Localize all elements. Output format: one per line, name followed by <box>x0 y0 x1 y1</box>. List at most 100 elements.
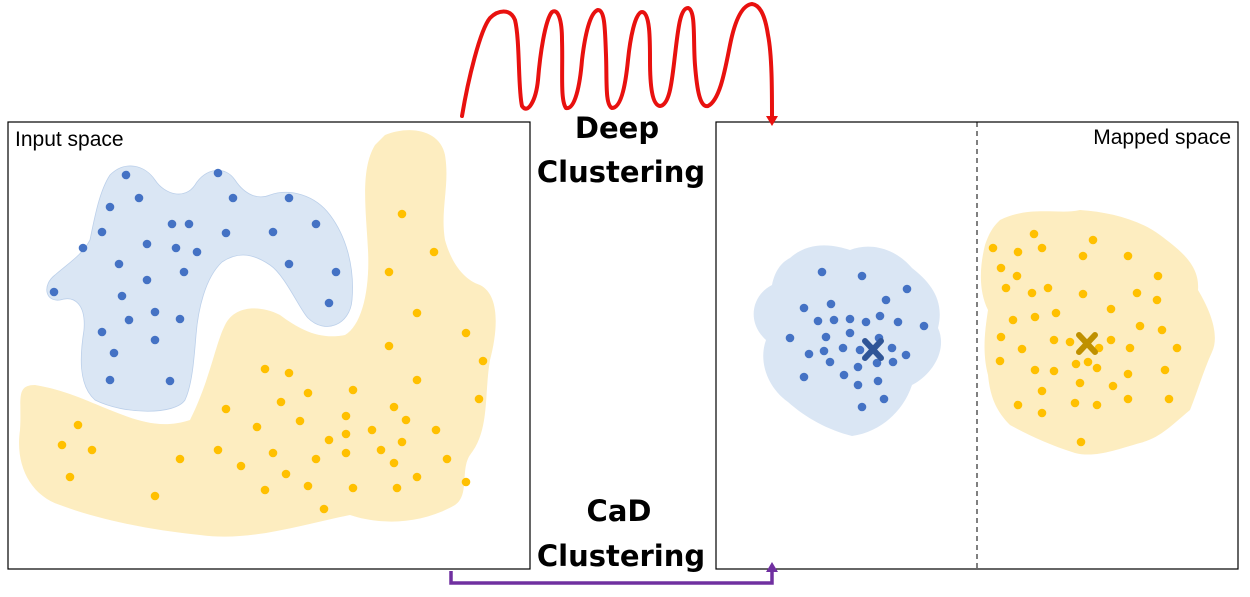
blue-cluster-region <box>46 165 353 412</box>
blue-point <box>150 335 160 345</box>
blue-point <box>853 362 863 372</box>
blue-point <box>919 321 929 331</box>
yellow-point <box>1012 271 1022 281</box>
blue-point <box>857 402 867 412</box>
blue-point <box>799 303 809 313</box>
yellow-point <box>401 415 411 425</box>
yellow-point <box>384 267 394 277</box>
blue-points-mapped <box>785 267 929 412</box>
blue-point <box>175 314 185 324</box>
yellow-point <box>1076 437 1086 447</box>
yellow-point <box>1172 343 1182 353</box>
blue-point <box>845 314 855 324</box>
blue-point <box>838 343 848 353</box>
blue-point <box>124 315 134 325</box>
deep-arrow-head <box>766 116 778 126</box>
yellow-point <box>268 448 278 458</box>
blue-point <box>167 219 177 229</box>
yellow-point <box>1017 344 1027 354</box>
deep-clustering-label-line2: Clustering <box>537 155 705 189</box>
yellow-point <box>276 397 286 407</box>
blue-point <box>817 267 827 277</box>
yellow-point <box>442 454 452 464</box>
yellow-point <box>1075 378 1085 388</box>
yellow-point <box>412 308 422 318</box>
yellow-point <box>478 356 488 366</box>
yellow-point <box>341 429 351 439</box>
deep-clustering-label-line1: Deep <box>575 111 659 145</box>
blue-point <box>284 259 294 269</box>
yellow-point <box>389 458 399 468</box>
yellow-point <box>1030 365 1040 375</box>
blue-point <box>861 317 871 327</box>
yellow-point <box>1037 386 1047 396</box>
blue-point <box>902 284 912 294</box>
yellow-point <box>1078 251 1088 261</box>
cad-clustering-arrow <box>449 562 778 585</box>
blue-point <box>142 275 152 285</box>
yellow-point <box>1078 289 1088 299</box>
blue-point <box>117 291 127 301</box>
blue-point <box>839 370 849 380</box>
blue-point <box>893 317 903 327</box>
yellow-point <box>260 485 270 495</box>
yellow-point <box>236 461 246 471</box>
blue-points-input <box>49 168 341 386</box>
blue-point <box>826 299 836 309</box>
blue-point <box>165 376 175 386</box>
yellow-point <box>311 454 321 464</box>
yellow-point <box>348 483 358 493</box>
yellow-point <box>324 435 334 445</box>
yellow-point <box>348 385 358 395</box>
blue-point <box>284 193 294 203</box>
yellow-point <box>397 437 407 447</box>
blue-point <box>150 307 160 317</box>
yellow-point <box>1106 335 1116 345</box>
yellow-point <box>1070 398 1080 408</box>
yellow-point <box>1049 335 1059 345</box>
blue-point <box>121 170 131 180</box>
yellow-point <box>1157 325 1167 335</box>
yellow-point <box>284 368 294 378</box>
blue-point <box>875 311 885 321</box>
blue-point <box>855 345 865 355</box>
yellow-point <box>1132 288 1142 298</box>
yellow-point <box>474 394 484 404</box>
blue-point <box>179 267 189 277</box>
blue-point <box>213 168 223 178</box>
cad-arrow-head <box>766 562 778 572</box>
blue-point <box>221 228 231 238</box>
yellow-point <box>341 448 351 458</box>
yellow-point <box>175 454 185 464</box>
input-space-label: Input space <box>15 128 124 151</box>
blue-point <box>184 219 194 229</box>
cad-arrow-line <box>449 571 774 585</box>
yellow-point <box>1092 363 1102 373</box>
yellow-point <box>461 477 471 487</box>
blue-point <box>311 219 321 229</box>
blue-point <box>228 193 238 203</box>
yellow-point <box>376 445 386 455</box>
yellow-point <box>461 328 471 338</box>
blue-point <box>142 239 152 249</box>
yellow-point <box>988 243 998 253</box>
blue-mapped-region <box>753 245 942 436</box>
yellow-point <box>1001 283 1011 293</box>
mapped-space-label: Mapped space <box>1093 126 1231 149</box>
yellow-point <box>1037 243 1047 253</box>
blue-point <box>845 328 855 338</box>
yellow-point <box>392 483 402 493</box>
deep-arrow-scribble <box>460 2 774 120</box>
yellow-point <box>1027 288 1037 298</box>
yellow-points-mapped <box>988 229 1182 447</box>
yellow-point <box>412 472 422 482</box>
blue-point <box>105 202 115 212</box>
yellow-point <box>252 422 262 432</box>
yellow-point <box>319 504 329 514</box>
yellow-point <box>996 263 1006 273</box>
blue-point <box>49 287 59 297</box>
blue-point <box>825 357 835 367</box>
yellow-point <box>1043 283 1053 293</box>
mapped-space-panel: Mapped space <box>715 121 1239 570</box>
yellow-point <box>221 404 231 414</box>
